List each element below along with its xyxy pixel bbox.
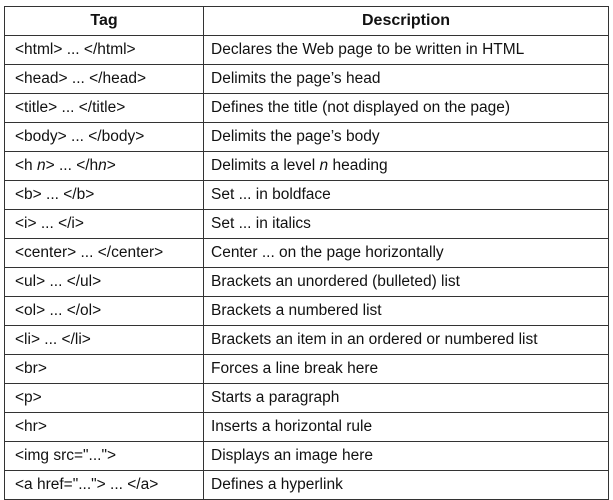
- tag-cell: <body> ... </body>: [4, 122, 204, 152]
- tag-cell: <i> ... </i>: [4, 209, 204, 239]
- cell-text: Defines the title (not displayed on the …: [211, 99, 510, 116]
- table-row: <li> ... </li> Brackets an item in an ord…: [4, 325, 609, 355]
- description-cell: Declares the Web page to be written in H…: [203, 35, 609, 65]
- cell-text: <hr>: [15, 418, 47, 435]
- cell-text: Displays an image here: [211, 447, 373, 464]
- table-header-row: Tag Description: [4, 6, 609, 36]
- cell-text: <ul> ... </ul>: [15, 273, 102, 290]
- header-tag: Tag: [4, 6, 204, 36]
- cell-text: >: [106, 157, 116, 174]
- table-row: <ol> ... </ol> Brackets a numbered list: [4, 296, 609, 326]
- tag-cell: <a href="..."> ... </a>: [4, 470, 204, 500]
- italic-variable: n: [98, 157, 107, 174]
- tag-cell: <hr>: [4, 412, 204, 442]
- tag-cell: <li> ... </li>: [4, 325, 204, 355]
- cell-text: <b> ... </b>: [15, 186, 95, 203]
- cell-text: Delimits the page’s body: [211, 128, 380, 145]
- italic-variable: n: [36, 157, 46, 174]
- table-row: <hr> Inserts a horizontal rule: [4, 412, 609, 442]
- tag-cell: <p>: [4, 383, 204, 413]
- cell-text: Declares the Web page to be written in H…: [211, 41, 525, 58]
- cell-text: Set ... in boldface: [211, 186, 331, 203]
- cell-text: Center ... on the page horizontally: [211, 244, 444, 261]
- table-row: <title> ... </title> Defines the title (n…: [4, 93, 609, 123]
- table-row: <br> Forces a line break here: [4, 354, 609, 384]
- cell-text: <a href="..."> ... </a>: [15, 476, 159, 493]
- description-cell: Brackets a numbered list: [203, 296, 609, 326]
- table-row: <html> ... </html> Declares the Web page …: [4, 35, 609, 65]
- cell-text: Brackets an unordered (bulleted) list: [211, 273, 460, 290]
- table-row: <img src="..."> Displays an image here: [4, 441, 609, 471]
- description-cell: Delimits a level n heading: [203, 151, 609, 181]
- cell-text: <center> ... </center>: [15, 244, 164, 261]
- cell-text: Delimits a level: [211, 157, 320, 174]
- cell-text: <ol> ... </ol>: [15, 302, 102, 319]
- cell-text: Inserts a horizontal rule: [211, 418, 373, 435]
- cell-text: Brackets an item in an ordered or number…: [211, 331, 538, 348]
- cell-text: Brackets a numbered list: [211, 302, 382, 319]
- table-row: <head> ... </head> Delimits the page’s he…: [4, 64, 609, 94]
- cell-text: Set ... in italics: [211, 215, 311, 232]
- description-cell: Brackets an item in an ordered or number…: [203, 325, 609, 355]
- cell-text: <head> ... </head>: [15, 70, 147, 87]
- description-cell: Forces a line break here: [203, 354, 609, 384]
- description-cell: Displays an image here: [203, 441, 609, 471]
- description-cell: Delimits the page’s body: [203, 122, 609, 152]
- cell-text: Delimits the page’s head: [211, 70, 381, 87]
- italic-variable: n: [319, 157, 329, 174]
- cell-text: <img src="...">: [15, 447, 117, 464]
- cell-text: <title> ... </title>: [15, 99, 126, 116]
- cell-text: Forces a line break here: [211, 360, 379, 377]
- table-row: <a href="..."> ... </a> Defines a hyperli…: [4, 470, 609, 500]
- description-cell: Inserts a horizontal rule: [203, 412, 609, 442]
- cell-text: <html> ... </html>: [15, 41, 136, 58]
- table-row: <p> Starts a paragraph: [4, 383, 609, 413]
- tag-cell: <b> ... </b>: [4, 180, 204, 210]
- description-cell: Brackets an unordered (bulleted) list: [203, 267, 609, 297]
- header-description: Description: [203, 6, 609, 36]
- cell-text: <li> ... </li>: [15, 331, 91, 348]
- cell-text: <body> ... </body>: [15, 128, 145, 145]
- table-row: <h n> ... </hn>Delimits a level n headin…: [4, 151, 609, 181]
- cell-text: > ... </h: [45, 157, 99, 174]
- description-cell: Set ... in italics: [203, 209, 609, 239]
- tag-cell: <ul> ... </ul>: [4, 267, 204, 297]
- html-tags-table-container: Tag Description <html> ... </html> Declar…: [4, 6, 609, 500]
- html-tags-table: Tag Description <html> ... </html> Declar…: [4, 6, 609, 500]
- tag-cell: <center> ... </center>: [4, 238, 204, 268]
- description-cell: Set ... in boldface: [203, 180, 609, 210]
- cell-text: <p>: [15, 389, 42, 406]
- table-body: <html> ... </html> Declares the Web page …: [4, 35, 609, 500]
- description-cell: Defines the title (not displayed on the …: [203, 93, 609, 123]
- description-cell: Center ... on the page horizontally: [203, 238, 609, 268]
- table-row: <ul> ... </ul> Brackets an unordered (bul…: [4, 267, 609, 297]
- tag-cell: <h n> ... </hn>: [4, 151, 204, 181]
- description-cell: Delimits the page’s head: [203, 64, 609, 94]
- cell-text: <i> ... </i>: [15, 215, 84, 232]
- table-row: <i> ... </i> Set ... in italics: [4, 209, 609, 239]
- tag-cell: <title> ... </title>: [4, 93, 204, 123]
- tag-cell: <html> ... </html>: [4, 35, 204, 65]
- description-cell: Defines a hyperlink: [203, 470, 609, 500]
- table-row: <center> ... </center> Center ... on the …: [4, 238, 609, 268]
- cell-text: <br>: [15, 360, 47, 377]
- cell-text: Defines a hyperlink: [211, 476, 343, 493]
- cell-text: Starts a paragraph: [211, 389, 340, 406]
- tag-cell: <br>: [4, 354, 204, 384]
- cell-text: <h: [15, 157, 37, 174]
- description-cell: Starts a paragraph: [203, 383, 609, 413]
- cell-text: heading: [328, 157, 388, 174]
- table-row: <body> ... </body> Delimits the page’s bo…: [4, 122, 609, 152]
- tag-cell: <ol> ... </ol>: [4, 296, 204, 326]
- table-row: <b> ... </b> Set ... in boldface: [4, 180, 609, 210]
- tag-cell: <img src="...">: [4, 441, 204, 471]
- tag-cell: <head> ... </head>: [4, 64, 204, 94]
